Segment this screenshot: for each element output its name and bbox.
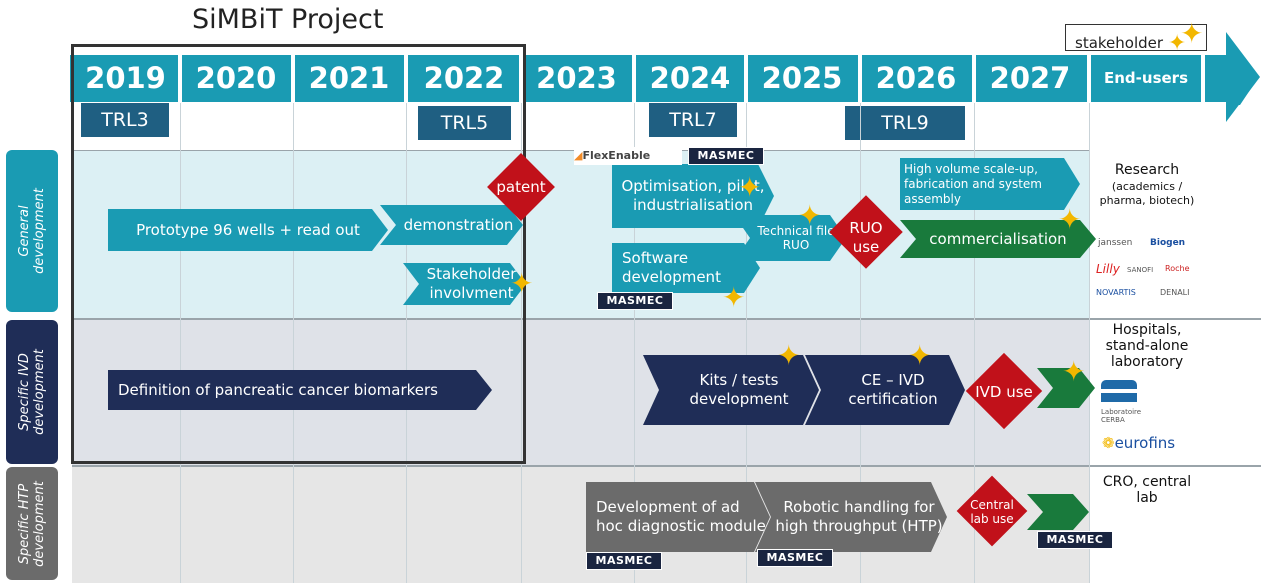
commercialisation-arrow: commercialisation <box>900 220 1096 258</box>
trl7-badge: TRL7 <box>649 103 737 137</box>
kits-arrow: Kits / tests development <box>643 355 819 425</box>
hospitals-label: Hospitals, stand-alone laboratory <box>1105 322 1189 370</box>
novartis-logo: NOVARTIS <box>1096 288 1136 297</box>
star-icon: ✦ <box>777 339 801 372</box>
prototype-arrow: Prototype 96 wells + read out <box>108 209 388 251</box>
high-volume-arrow: High volume scale-up, fabrication and sy… <box>900 158 1080 210</box>
flexenable-logo: ◢FlexEnable <box>574 147 682 165</box>
year-2022: 2022 <box>408 55 520 102</box>
stakeholder-arrow: Stakeholder involvment <box>403 263 526 305</box>
year-2024: 2024 <box>636 55 744 102</box>
row-label-htp: Specific HTP development <box>6 467 58 580</box>
sanofi-logo: SANOFI <box>1127 266 1154 274</box>
year-2027: 2027 <box>976 55 1084 102</box>
roche-logo: Roche <box>1165 264 1190 273</box>
legend-label: stakeholder <box>1075 34 1164 52</box>
janssen-logo: janssen <box>1098 238 1133 248</box>
cerba-text: Laboratoire CERBA <box>1101 408 1142 424</box>
denali-logo: DENALI <box>1160 288 1190 297</box>
optimisation-arrow: Optimisation, pilot, industrialisation <box>612 164 774 228</box>
masmec-badge-1: MASMEC <box>688 147 764 165</box>
year-2021: 2021 <box>295 55 403 102</box>
year-2019: 2019 <box>73 55 178 102</box>
masmec-badge-4: MASMEC <box>757 549 833 567</box>
page-title: SiMBiT Project <box>192 4 384 35</box>
definition-arrow: Definition of pancreatic cancer biomarke… <box>108 370 492 410</box>
star-icon: ✦ <box>798 199 822 232</box>
technical-file-arrow: Technical file RUO <box>734 215 846 261</box>
year-2026: 2026 <box>862 55 970 102</box>
software-arrow: Software development <box>612 243 760 293</box>
cerba-logo <box>1101 380 1137 408</box>
year-2020: 2020 <box>182 55 290 102</box>
masmec-badge-3: MASMEC <box>586 552 662 570</box>
end-users-header: End-users <box>1092 55 1200 102</box>
star-icon: ✦ <box>1180 17 1204 50</box>
star-icon: ✦ <box>1058 203 1082 236</box>
star-icon: ✦ <box>722 281 746 314</box>
masmec-badge-5: MASMEC <box>1037 531 1113 549</box>
patent-label: patent <box>496 177 546 196</box>
central-lab-label: Central lab use <box>970 498 1014 526</box>
trl5-badge: TRL5 <box>418 106 511 140</box>
ivd-use-label: IVD use <box>975 382 1033 401</box>
legend: stakeholder ✦ <box>1065 24 1207 56</box>
cro-label: CRO, central lab <box>1102 474 1192 506</box>
research-label: Research <box>1114 162 1180 178</box>
star-icon: ✦ <box>1167 31 1187 56</box>
biogen-logo: Biogen <box>1150 238 1186 248</box>
star-icon: ✦ <box>1062 355 1086 388</box>
ce-ivd-arrow: CE – IVD certification <box>805 355 965 425</box>
star-icon: ✦ <box>908 339 932 372</box>
robotic-arrow: Robotic handling for high throughput (HT… <box>755 482 947 552</box>
research-sub: (academics / pharma, biotech) <box>1099 180 1195 207</box>
star-icon: ✦ <box>510 267 534 300</box>
demonstration-arrow: demonstration <box>380 205 523 245</box>
row-label-ivd: Specific IVD development <box>6 320 58 464</box>
star-icon: ✦ <box>738 171 762 204</box>
row-label-general: General development <box>6 150 58 312</box>
trl9-badge: TRL9 <box>845 106 965 140</box>
trl3-badge: TRL3 <box>81 103 169 137</box>
eurofins-logo: ❁eurofins <box>1102 434 1176 452</box>
masmec-badge-2: MASMEC <box>597 292 673 310</box>
ruo-label: RUO use <box>849 219 883 256</box>
year-2023: 2023 <box>523 55 630 102</box>
timeline-arrow-head <box>1226 32 1260 126</box>
lilly-logo: Lilly <box>1096 262 1120 276</box>
module-arrow: Development of ad hoc diagnostic module <box>586 482 770 552</box>
year-2025: 2025 <box>748 55 856 102</box>
simbit-project-frame <box>71 44 526 464</box>
